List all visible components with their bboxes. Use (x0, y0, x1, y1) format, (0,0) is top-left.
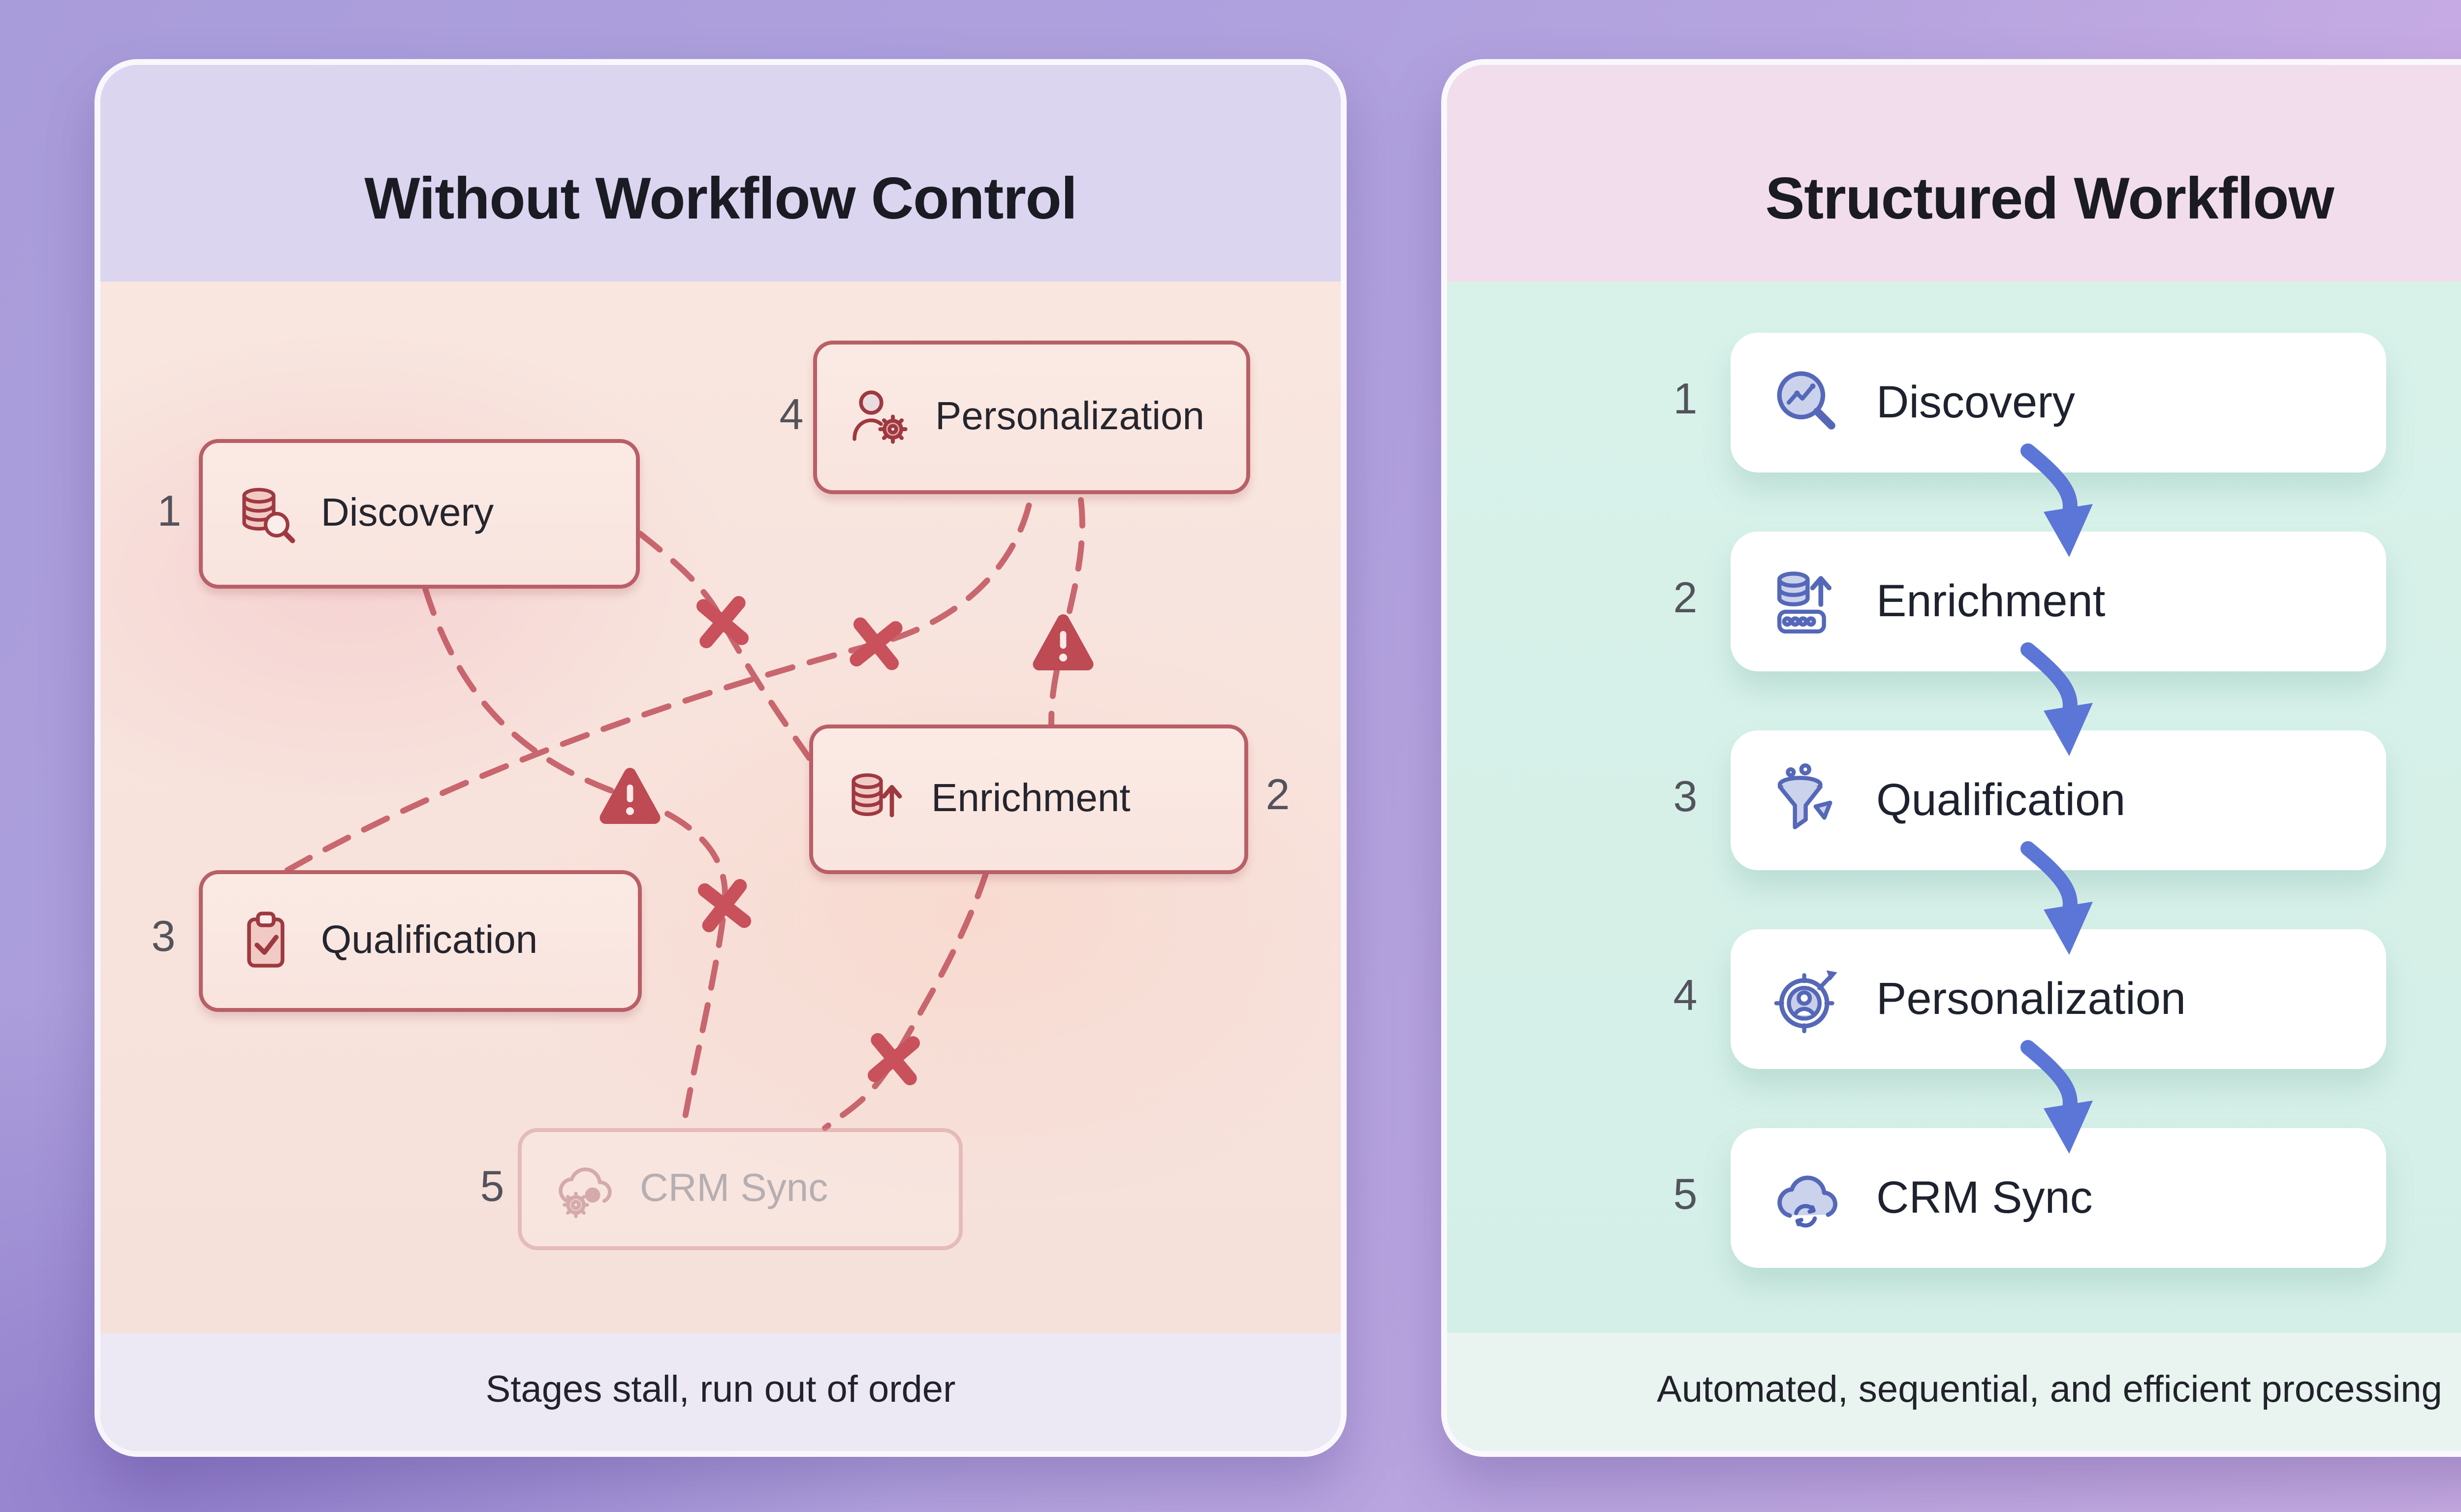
left-panel-header: Without Workflow Control (100, 65, 1341, 282)
tangle-connectors (284, 497, 1094, 1131)
step-number: 4 (1673, 971, 1698, 1020)
user-gear-icon (852, 390, 908, 444)
clipboard-check-icon (247, 912, 284, 968)
dashed-connector (422, 586, 728, 1131)
cloud-sync-icon (1777, 1174, 1838, 1227)
step-number: 1 (1673, 374, 1698, 423)
step-personalization: Personalization (1731, 929, 2386, 1069)
step-label: Personalization (1876, 973, 2186, 1024)
warning-icon (1033, 614, 1094, 670)
funnel-icon (1777, 762, 1832, 828)
left-panel-caption: Stages stall, run out of order (485, 1370, 956, 1412)
node-number: 1 (157, 486, 182, 536)
node-crm-sync-stalled: CRM Sync (518, 1128, 963, 1250)
right-panel-title: Structured Workflow (1765, 167, 2334, 232)
node-number: 5 (480, 1162, 505, 1211)
node-number: 4 (779, 390, 804, 439)
node-enrichment: Enrichment (809, 724, 1248, 874)
dashed-connector (637, 531, 812, 761)
node-label: Qualification (321, 918, 538, 962)
database-search-icon (242, 488, 295, 543)
step-label: Discovery (1876, 376, 2075, 427)
cloud-gears-icon (559, 1167, 612, 1218)
panel-without-workflow-control: Without Workflow Control (95, 59, 1347, 1457)
node-label: Enrichment (931, 777, 1131, 820)
step-crm-sync: CRM Sync (1731, 1128, 2386, 1268)
magnifier-trend-icon (1777, 370, 1835, 429)
dashed-connector (284, 499, 1033, 873)
x-mark-icon (850, 617, 903, 670)
step-label: CRM Sync (1876, 1171, 2093, 1223)
node-label: Personalization (935, 395, 1204, 438)
right-panel-body: Discovery Enrichment (1447, 282, 2461, 1333)
right-panel-header: Structured Workflow (1447, 65, 2461, 282)
target-user-icon (1774, 969, 1837, 1033)
dashed-connector (1048, 497, 1085, 727)
x-mark-icon (697, 879, 752, 933)
node-label: CRM Sync (640, 1166, 828, 1210)
step-number: 5 (1673, 1169, 1698, 1219)
dashed-connector (822, 869, 989, 1131)
database-upload-icon (1777, 570, 1832, 633)
node-number: 2 (1265, 770, 1290, 819)
step-qualification: Qualification (1731, 730, 2386, 870)
right-panel-footer: Automated, sequential, and efficient pro… (1447, 1333, 2461, 1451)
left-panel-body: Discovery (100, 282, 1341, 1333)
step-number: 3 (1673, 772, 1698, 821)
step-enrichment: Enrichment (1731, 532, 2386, 671)
step-label: Qualification (1876, 774, 2126, 825)
step-number: 2 (1673, 573, 1698, 622)
x-mark-icon (696, 596, 749, 649)
left-panel-title: Without Workflow Control (364, 167, 1077, 232)
node-discovery: Discovery (199, 439, 640, 589)
node-personalization: Personalization (813, 341, 1250, 494)
left-panel-footer: Stages stall, run out of order (100, 1333, 1341, 1451)
right-panel-caption: Automated, sequential, and efficient pro… (1657, 1370, 2442, 1412)
step-label: Enrichment (1876, 575, 2106, 626)
database-up-icon (852, 773, 902, 818)
node-label: Discovery (321, 491, 494, 535)
panel-structured-workflow: Structured Workflow Discovery (1441, 59, 2461, 1457)
node-qualification: Qualification (199, 870, 642, 1012)
x-mark-icon (867, 1033, 920, 1086)
step-discovery: Discovery (1731, 333, 2386, 472)
node-number: 3 (151, 912, 176, 961)
warning-icon (599, 768, 661, 824)
